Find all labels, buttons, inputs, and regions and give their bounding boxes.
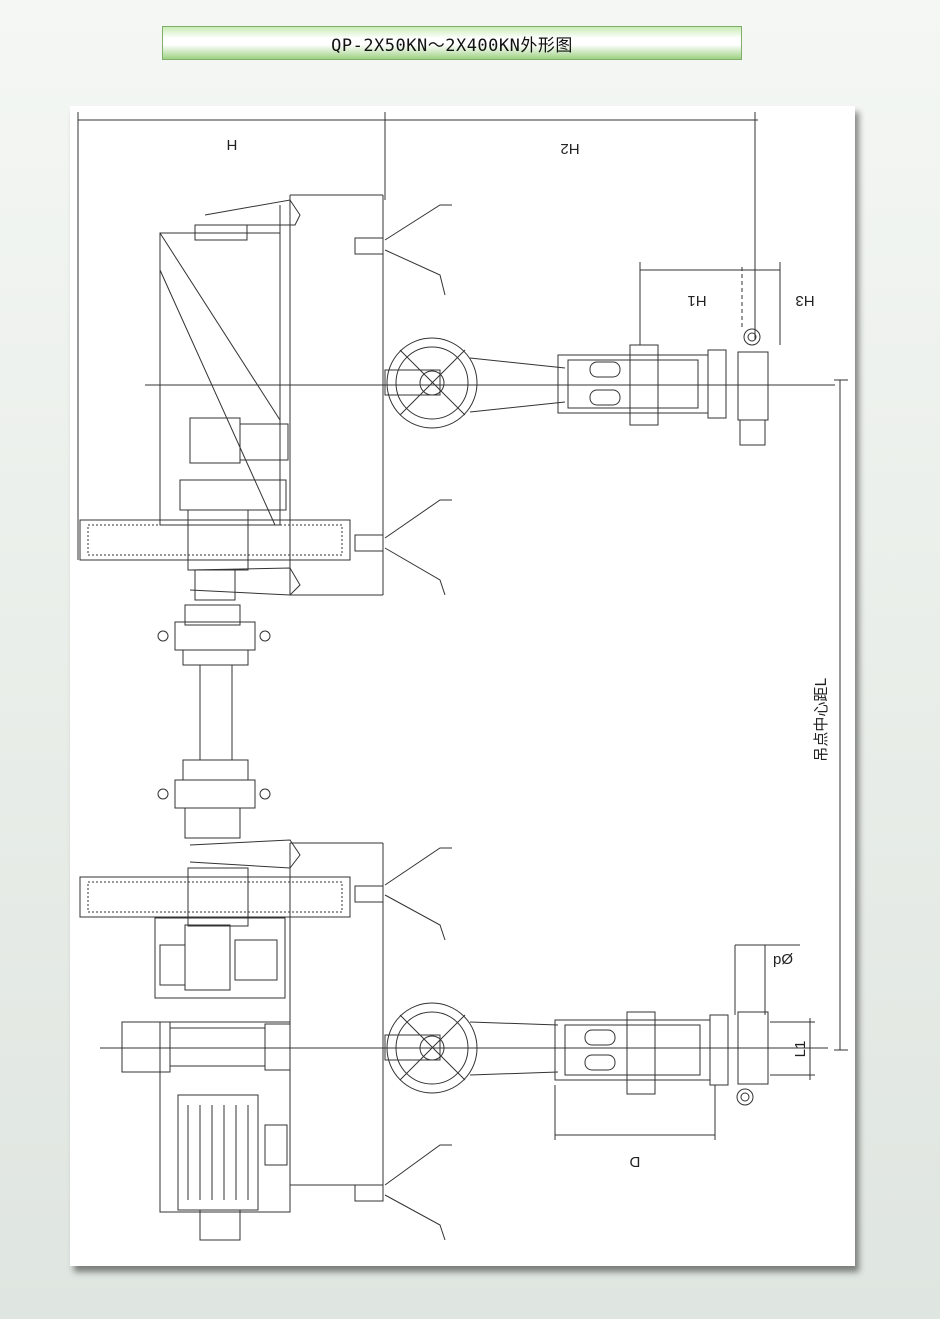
dimension-h1: H1 (687, 292, 706, 309)
lifting-point-center-distance: 吊点中心距L (812, 678, 830, 762)
dimension-pd: pØ (773, 951, 793, 968)
top-dimensions (77, 112, 781, 560)
coupling-shaft (157, 604, 271, 839)
dimension-h3: H3 (795, 292, 814, 309)
lower-hook-block (554, 1011, 769, 1106)
upper-hook-block (557, 328, 769, 446)
lower-drum-housing (154, 839, 384, 1202)
lower-brackets (384, 847, 452, 1241)
dimension-d: D (629, 1153, 640, 1170)
reducer-and-motor (121, 1021, 291, 1241)
lower-gear (79, 867, 351, 927)
dimension-l1: L1 (792, 1041, 809, 1058)
lower-dimensions (554, 944, 815, 1140)
upper-gear (79, 509, 351, 601)
center-lines (100, 379, 848, 1051)
upper-brackets (384, 204, 452, 596)
title-banner: QP-2X50KN～2X400KN外形图 (162, 26, 742, 60)
drawing-sheet (70, 106, 855, 1266)
dimension-h2: H2 (560, 140, 579, 157)
upper-sheave (384, 337, 566, 429)
dimension-h: H (227, 136, 238, 153)
lower-sheave (384, 1002, 559, 1094)
diagram-title: QP-2X50KN～2X400KN外形图 (331, 35, 573, 56)
